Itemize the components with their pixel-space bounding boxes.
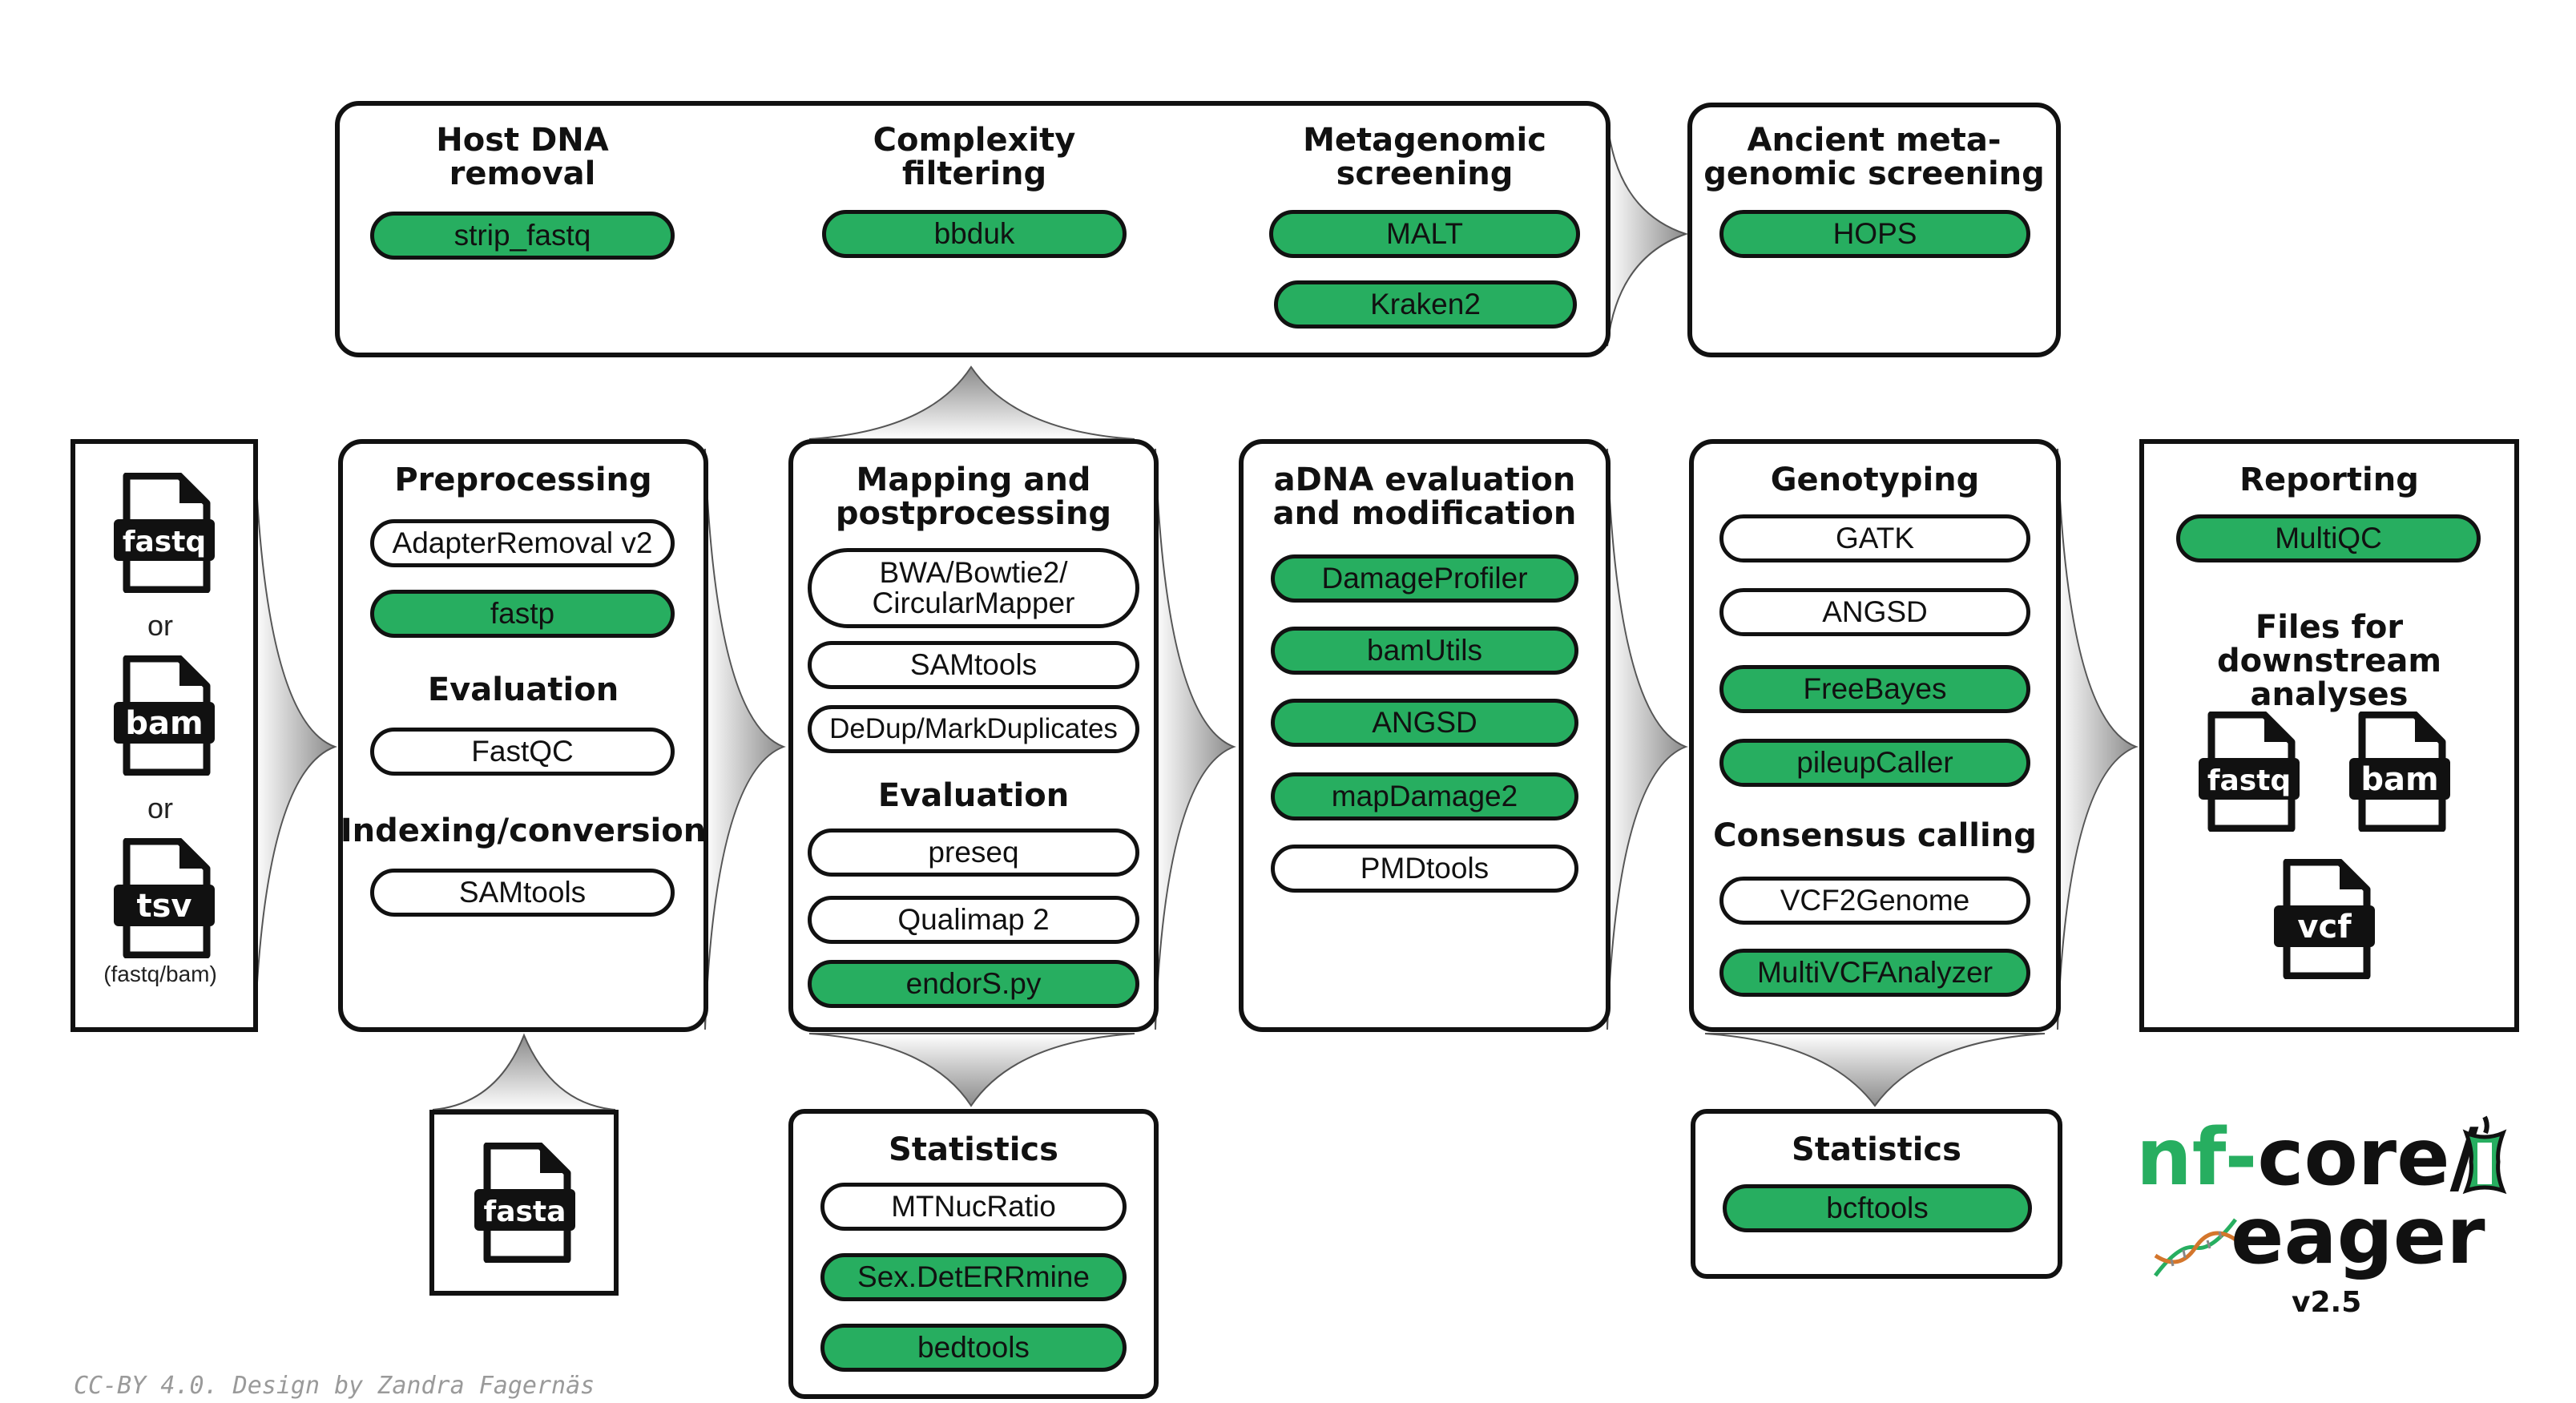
tool-pill: bedtools	[820, 1324, 1127, 1372]
arrow-reference-to-preprocessing	[432, 1033, 616, 1111]
file-icon: bam	[112, 655, 216, 776]
tool-pill: endorS.py	[808, 960, 1139, 1008]
tool-pill: bamUtils	[1271, 627, 1578, 675]
reporting-title: Reporting	[2239, 462, 2419, 498]
tool-pill: SAMtools	[808, 641, 1139, 689]
section-title: Evaluation	[427, 671, 619, 708]
file-icon: fasta	[473, 1143, 577, 1263]
tool-pill: ANGSD	[1271, 699, 1578, 747]
file-type-label: vcf	[2297, 909, 2352, 945]
genotyping-title: Genotyping	[1770, 462, 1980, 498]
tool-pill: VCF2Genome	[1719, 877, 2030, 925]
file-type-label: tsv	[136, 888, 191, 925]
arrow-adna-to-genotyping	[1606, 448, 1688, 1030]
file-icon: bam	[2348, 712, 2452, 832]
tool-pill: bbduk	[822, 210, 1127, 258]
section-title: Indexing/conversion	[340, 812, 707, 849]
tool-pill: mapDamage2	[1271, 772, 1578, 820]
tool-pill: bcftools	[1723, 1184, 2032, 1232]
logo-core: core/	[2257, 1112, 2479, 1203]
file-type-label: fasta	[484, 1195, 566, 1228]
tool-pill: fastp	[370, 590, 675, 638]
tool-pill: PMDtools	[1271, 845, 1578, 893]
metagenomic-screening-title: Metagenomic screening	[1303, 122, 1546, 192]
complexity-title: Complexity filtering	[873, 122, 1076, 192]
tool-pill: AdapterRemoval v2	[370, 519, 675, 567]
arrow-genotyping-to-stats	[1704, 1033, 2046, 1107]
tool-pill: Kraken2	[1274, 280, 1577, 329]
logo: nf-core/ eager v2.5	[2131, 1109, 2532, 1333]
dna-helix-icon	[2154, 1218, 2237, 1277]
preprocessing-title: Preprocessing	[394, 462, 652, 498]
arrow-genotyping-to-reporting	[2057, 448, 2139, 1030]
tool-pill: SAMtools	[370, 869, 675, 917]
tool-pill: pileupCaller	[1719, 739, 2030, 787]
footer-credit: CC-BY 4.0. Design by Zandra Fagernäs	[74, 1372, 595, 1400]
arrow-mapping-to-adna	[1155, 448, 1236, 1030]
tool-pill: preseq	[808, 828, 1139, 877]
tool-pill: HOPS	[1719, 210, 2030, 258]
file-icon: fastq	[2197, 712, 2301, 832]
adna-title: aDNA evaluation and modification	[1272, 462, 1577, 532]
arrow-mapping-to-metagenomics	[808, 365, 1135, 440]
file-type-label: fastq	[123, 526, 206, 558]
tool-pill: BWA/Bowtie2/ CircularMapper	[808, 548, 1139, 628]
tool-pill: MultiQC	[2176, 514, 2481, 562]
section-title: Evaluation	[877, 777, 1070, 814]
logo-name: eager	[2231, 1191, 2485, 1282]
statistics-title: Statistics	[1792, 1131, 1961, 1168]
arrow-mapping-to-stats	[808, 1033, 1135, 1107]
tool-pill: MALT	[1269, 210, 1580, 258]
ancient-screening-title: Ancient meta- genomic screening	[1703, 122, 2045, 192]
file-icon: vcf	[2272, 859, 2376, 979]
tool-pill: FreeBayes	[1719, 665, 2030, 713]
file-type-label: bam	[2360, 761, 2438, 798]
file-type-label: fastq	[2207, 764, 2291, 797]
tool-pill: Qualimap 2	[808, 896, 1139, 944]
tool-pill: GATK	[1719, 514, 2030, 562]
logo-version: v2.5	[2292, 1286, 2362, 1319]
mapping-title: Mapping and postprocessing	[835, 462, 1112, 532]
statistics-title: Statistics	[889, 1131, 1058, 1168]
arrow-meta-to-ancient	[1606, 121, 1689, 347]
arrow-preprocessing-to-mapping	[704, 448, 786, 1030]
input-note: (fastq/bam)	[103, 962, 217, 986]
tool-pill: DeDup/MarkDuplicates	[808, 705, 1139, 753]
file-type-label: bam	[125, 705, 203, 742]
tool-pill: DamageProfiler	[1271, 554, 1578, 603]
file-icon: fastq	[112, 473, 216, 593]
tool-pill: ANGSD	[1719, 588, 2030, 636]
tool-pill: strip_fastq	[370, 212, 675, 260]
file-icon: tsv	[112, 838, 216, 958]
section-title: Consensus calling	[1713, 817, 2037, 854]
host-removal-title: Host DNA removal	[436, 122, 609, 192]
arrow-input-to-preprocessing	[254, 448, 337, 1030]
apple-core-icon	[2462, 1115, 2507, 1195]
tool-pill: FastQC	[370, 728, 675, 776]
tool-pill: MultiVCFAnalyzer	[1719, 949, 2030, 997]
or-label: or	[147, 609, 173, 642]
logo-prefix: nf-	[2136, 1112, 2258, 1203]
or-label: or	[147, 792, 173, 824]
tool-pill: MTNucRatio	[820, 1183, 1127, 1231]
downstream-title: Files for downstream analyses	[2217, 609, 2441, 713]
tool-pill: Sex.DetERRmine	[820, 1253, 1127, 1301]
